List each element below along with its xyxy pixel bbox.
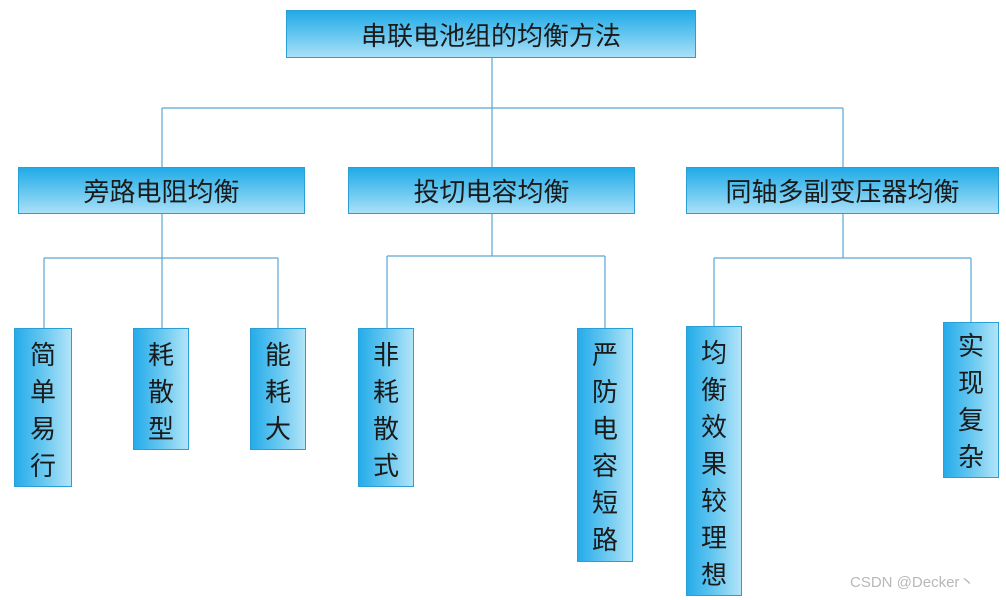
branch-node-label: 投切电容均衡: [413, 178, 570, 208]
leaf-node-label: 均衡效果较理想: [700, 339, 727, 591]
leaf-node-label: 严防电容短路: [591, 341, 618, 556]
leaf-node: 严防电容短路: [577, 328, 633, 562]
branch-node-bypass-resistor: 旁路电阻均衡: [18, 167, 305, 214]
leaf-node: 耗散型: [133, 328, 189, 450]
leaf-node-label: 能耗大: [264, 341, 291, 445]
leaf-node: 简单易行: [14, 328, 72, 487]
leaf-node-label: 非耗散式: [372, 341, 399, 482]
branch-node-label: 旁路电阻均衡: [83, 178, 240, 208]
branch-node-switched-capacitor: 投切电容均衡: [348, 167, 635, 214]
root-node: 串联电池组的均衡方法: [286, 10, 696, 58]
leaf-node-label: 实现复杂: [957, 332, 984, 473]
leaf-node: 能耗大: [250, 328, 306, 450]
branch-node-label: 同轴多副变压器均衡: [725, 178, 960, 208]
leaf-node: 非耗散式: [358, 328, 414, 487]
leaf-node-label: 耗散型: [147, 341, 174, 445]
leaf-node-label: 简单易行: [29, 341, 56, 482]
watermark: CSDN @Decker丶: [850, 574, 975, 591]
branch-node-coaxial-transformer: 同轴多副变压器均衡: [686, 167, 999, 214]
leaf-node: 均衡效果较理想: [686, 326, 742, 596]
leaf-node: 实现复杂: [943, 322, 999, 478]
root-node-label: 串联电池组的均衡方法: [360, 21, 621, 52]
